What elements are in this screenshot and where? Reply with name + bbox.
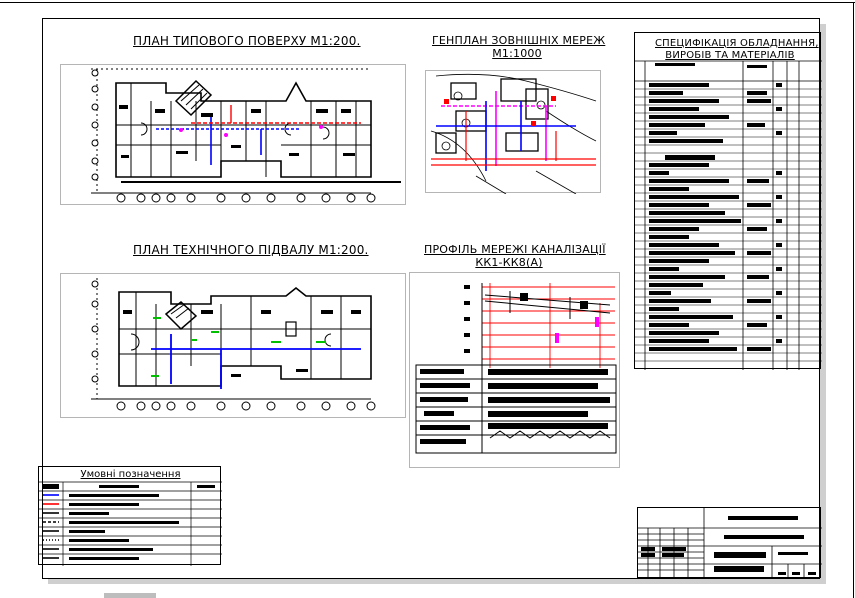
spec-title-line2: ВИРОБІВ ТА МАТЕРІАЛІВ [665, 50, 795, 61]
sheet-shadow-right [820, 24, 826, 584]
site-plan [425, 70, 601, 194]
sewer-profile-title-line1: ПРОФІЛЬ МЕРЕЖІ КАНАЛІЗАЦІЇ [424, 243, 606, 256]
basement-plan-title: ПЛАН ТЕХНІЧНОГО ПІДВАЛУ М1:200. [133, 243, 369, 257]
legend-table: Умовні позначення [38, 466, 222, 566]
sheet-tab [104, 593, 156, 598]
typical-floor-plan [60, 64, 406, 205]
title-block-stamp [637, 507, 822, 579]
spec-title-line1: СПЕЦИФІКАЦІЯ ОБЛАДНАННЯ, [655, 38, 819, 49]
drawing-border-right [853, 2, 854, 598]
sewer-profile-title-line2: КК1-КК8(А) [475, 256, 543, 269]
drawing-border-top [0, 2, 855, 3]
legend-title: Умовні позначення [80, 469, 181, 480]
drawing-sheet [42, 18, 820, 579]
sheet-shadow-bottom [48, 579, 826, 584]
specification-table [634, 32, 822, 370]
basement-plan [60, 273, 406, 418]
site-plan-title-line1: ГЕНПЛАН ЗОВНІШНІХ МЕРЕЖ [432, 34, 606, 47]
typical-floor-title: ПЛАН ТИПОВОГО ПОВЕРХУ М1:200. [133, 34, 361, 48]
sewer-profile-title: ПРОФІЛЬ МЕРЕЖІ КАНАЛІЗАЦІЇ КК1-КК8(А) [424, 243, 606, 269]
site-plan-title: ГЕНПЛАН ЗОВНІШНІХ МЕРЕЖ М1:1000 [432, 34, 606, 60]
sewer-profile [409, 272, 620, 468]
site-plan-title-line2: М1:1000 [492, 47, 542, 60]
spec-title: СПЕЦИФІКАЦІЯ ОБЛАДНАННЯ, ВИРОБІВ ТА МАТЕ… [655, 38, 819, 62]
